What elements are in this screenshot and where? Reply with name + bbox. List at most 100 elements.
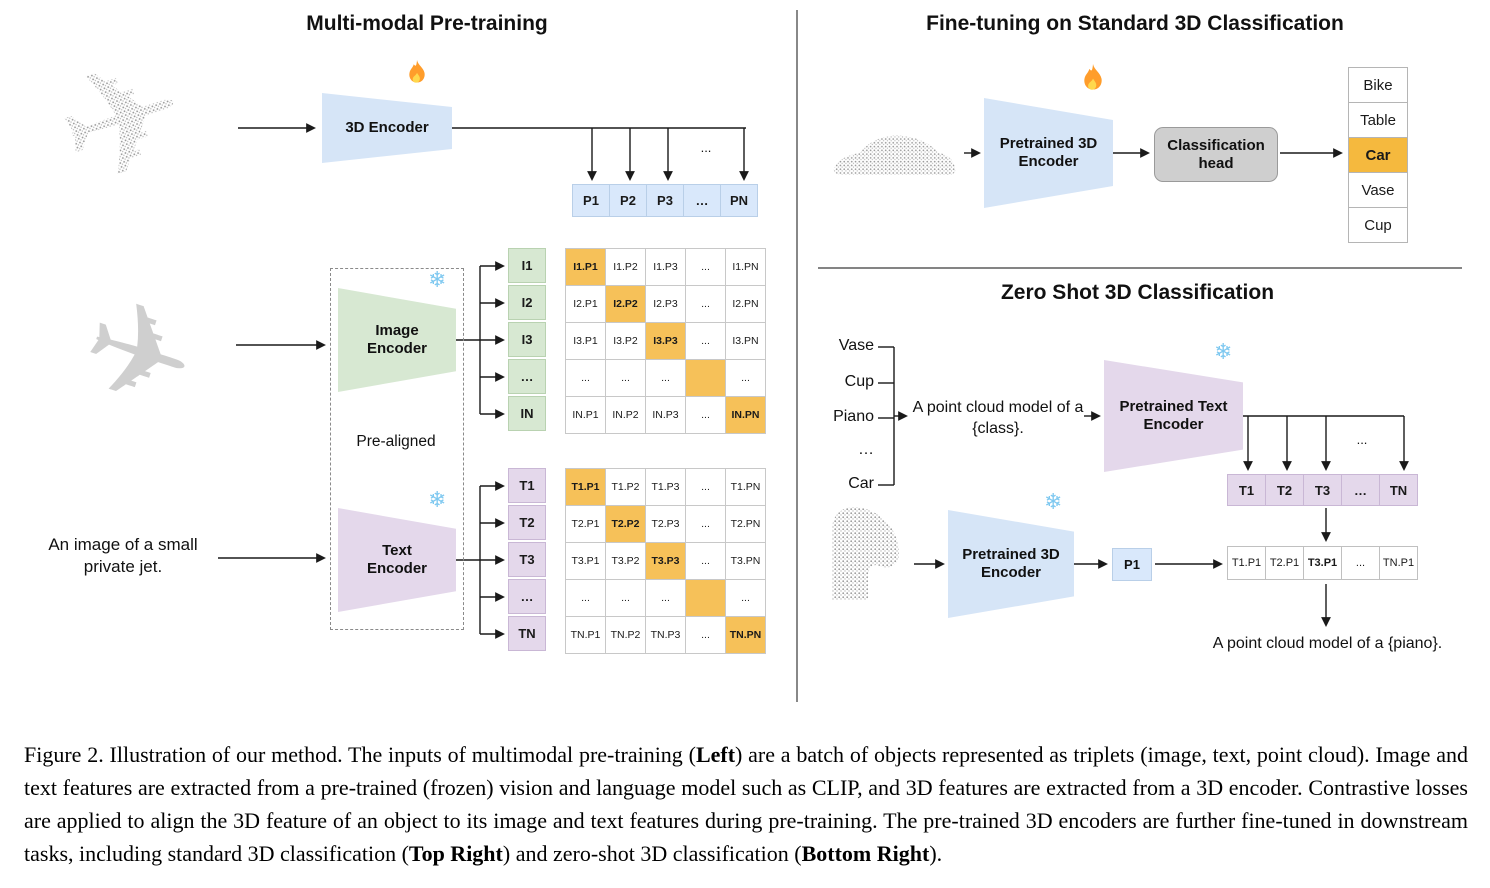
snowflake-icon: ❄ [1214, 340, 1233, 365]
p1-feature-cell: P1 [1112, 548, 1152, 581]
zeroshot-class-car: Car [848, 475, 874, 492]
text-feature-cell: … [1341, 474, 1380, 506]
caption-text: ). [929, 841, 943, 866]
snowflake-icon: ❄ [428, 268, 447, 293]
zeroshot-class-cup: Cup [844, 373, 874, 390]
similarity-cell: T3.PN [726, 543, 766, 580]
figure-caption: Figure 2. Illustration of our method. Th… [24, 738, 1468, 870]
similarity-cell: ... [606, 360, 646, 397]
similarity-cell: I3.P2 [606, 323, 646, 360]
fire-icon [1078, 64, 1108, 103]
ellipsis-dots: ... [700, 140, 712, 155]
ellipsis-dots: ... [1356, 432, 1368, 447]
similarity-cell: I1.P1 [566, 249, 606, 286]
left-panel-title: Multi-modal Pre-training [306, 12, 548, 35]
similarity-cell: I1.P3 [646, 249, 686, 286]
similarity-cell: T3.P2 [606, 543, 646, 580]
pretrained-3d-encoder-zeroshot: Pretrained 3D Encoder [948, 510, 1074, 618]
class-cell: Bike [1348, 67, 1408, 103]
similarity-cell: IN.PN [726, 397, 766, 434]
similarity-cell: T1.P1 [566, 469, 606, 506]
classification-head-label: Classification head [1167, 136, 1265, 172]
similarity-cell: ... [686, 543, 726, 580]
prompt-template: A point cloud model of a {class}. [912, 399, 1084, 437]
similarity-cell [686, 580, 726, 617]
class-cell: Car [1348, 137, 1408, 173]
p-feature-cell: P1 [572, 184, 610, 217]
image-feature-cell: I3 [508, 322, 546, 357]
car-point-cloud [833, 135, 956, 175]
similarity-cell: ... [726, 360, 766, 397]
similarity-cell: IN.P1 [566, 397, 606, 434]
text-feature-cell: T3 [1303, 474, 1342, 506]
image-encoder-label: Image Encoder [366, 322, 427, 357]
similarity-cell: ... [726, 580, 766, 617]
text-feature-cell: … [508, 579, 546, 614]
similarity-cell [686, 360, 726, 397]
caption-text: ) are a batch of objects represented as … [24, 742, 1468, 866]
similarity-cell: ... [686, 286, 726, 323]
p-feature-cell: … [683, 184, 721, 217]
similarity-cell: IN.P2 [606, 397, 646, 434]
3d-encoder-label: 3D Encoder [345, 119, 429, 136]
similarity-cell: ... [686, 323, 726, 360]
similarity-cell: I1.PN [726, 249, 766, 286]
similarity-cell: ... [566, 580, 606, 617]
class-cell: Table [1348, 102, 1408, 138]
pre-aligned-label: Pre-aligned [356, 433, 436, 450]
similarity-cell: ... [1341, 546, 1380, 580]
topright-panel-title: Fine-tuning on Standard 3D Classificatio… [926, 12, 1344, 35]
similarity-cell: TN.P1 [566, 617, 606, 654]
p-feature-cell: P3 [646, 184, 684, 217]
similarity-cell: ... [646, 360, 686, 397]
similarity-cell: I3.PN [726, 323, 766, 360]
text-feature-cell: TN [508, 616, 546, 651]
p-feature-cell: P2 [609, 184, 647, 217]
similarity-cell: TN.P3 [646, 617, 686, 654]
text-feature-cell: T3 [508, 542, 546, 577]
piano-point-cloud [832, 506, 900, 600]
similarity-cell: T3.P1 [1303, 546, 1342, 580]
similarity-cell: I2.P2 [606, 286, 646, 323]
similarity-cell: ... [686, 397, 726, 434]
similarity-cell: TN.P2 [606, 617, 646, 654]
similarity-cell: T3.P3 [646, 543, 686, 580]
similarity-cell: ... [646, 580, 686, 617]
image-caption: An image of a small private jet. [48, 535, 198, 577]
text-feature-cell: T1 [508, 468, 546, 503]
pretrained-3d-encoder-zeroshot-label: Pretrained 3D Encoder [962, 546, 1060, 581]
pretrained-3d-encoder-label: Pretrained 3D Encoder [999, 135, 1098, 170]
result-caption: A point cloud model of a {piano}. [1212, 635, 1443, 652]
panel-dividers [796, 10, 1462, 702]
similarity-cell: ... [686, 469, 726, 506]
svg-text:✈: ✈ [64, 290, 215, 435]
text-encoder-label: Text Encoder [366, 542, 427, 577]
similarity-cell: T2.PN [726, 506, 766, 543]
bottomright-panel-title: Zero Shot 3D Classification [1000, 281, 1275, 304]
caption-bold-top-right: Top Right [408, 841, 503, 866]
similarity-cell: T2.P1 [566, 506, 606, 543]
similarity-cell: I3.P1 [566, 323, 606, 360]
image-feature-cell: … [508, 359, 546, 394]
class-cell: Cup [1348, 207, 1408, 243]
similarity-cell: T3.P1 [566, 543, 606, 580]
connector-arrows [218, 10, 1462, 702]
snowflake-icon: ❄ [1044, 490, 1063, 515]
zeroshot-class-piano: Piano [833, 408, 874, 425]
text-feature-cell: T1 [1227, 474, 1266, 506]
similarity-cell: I3.P3 [646, 323, 686, 360]
airplane-point-cloud: ✈ [36, 50, 209, 224]
similarity-cell: T1.P2 [606, 469, 646, 506]
image-encoder: Image Encoder [338, 288, 456, 392]
image-feature-cell: I1 [508, 248, 546, 283]
image-feature-cell: I2 [508, 285, 546, 320]
caption-text: Figure 2. Illustration of our method. Th… [24, 742, 696, 767]
airplane-image: ✈ [64, 290, 215, 435]
similarity-cell: I2.P1 [566, 286, 606, 323]
similarity-cell: T2.P3 [646, 506, 686, 543]
